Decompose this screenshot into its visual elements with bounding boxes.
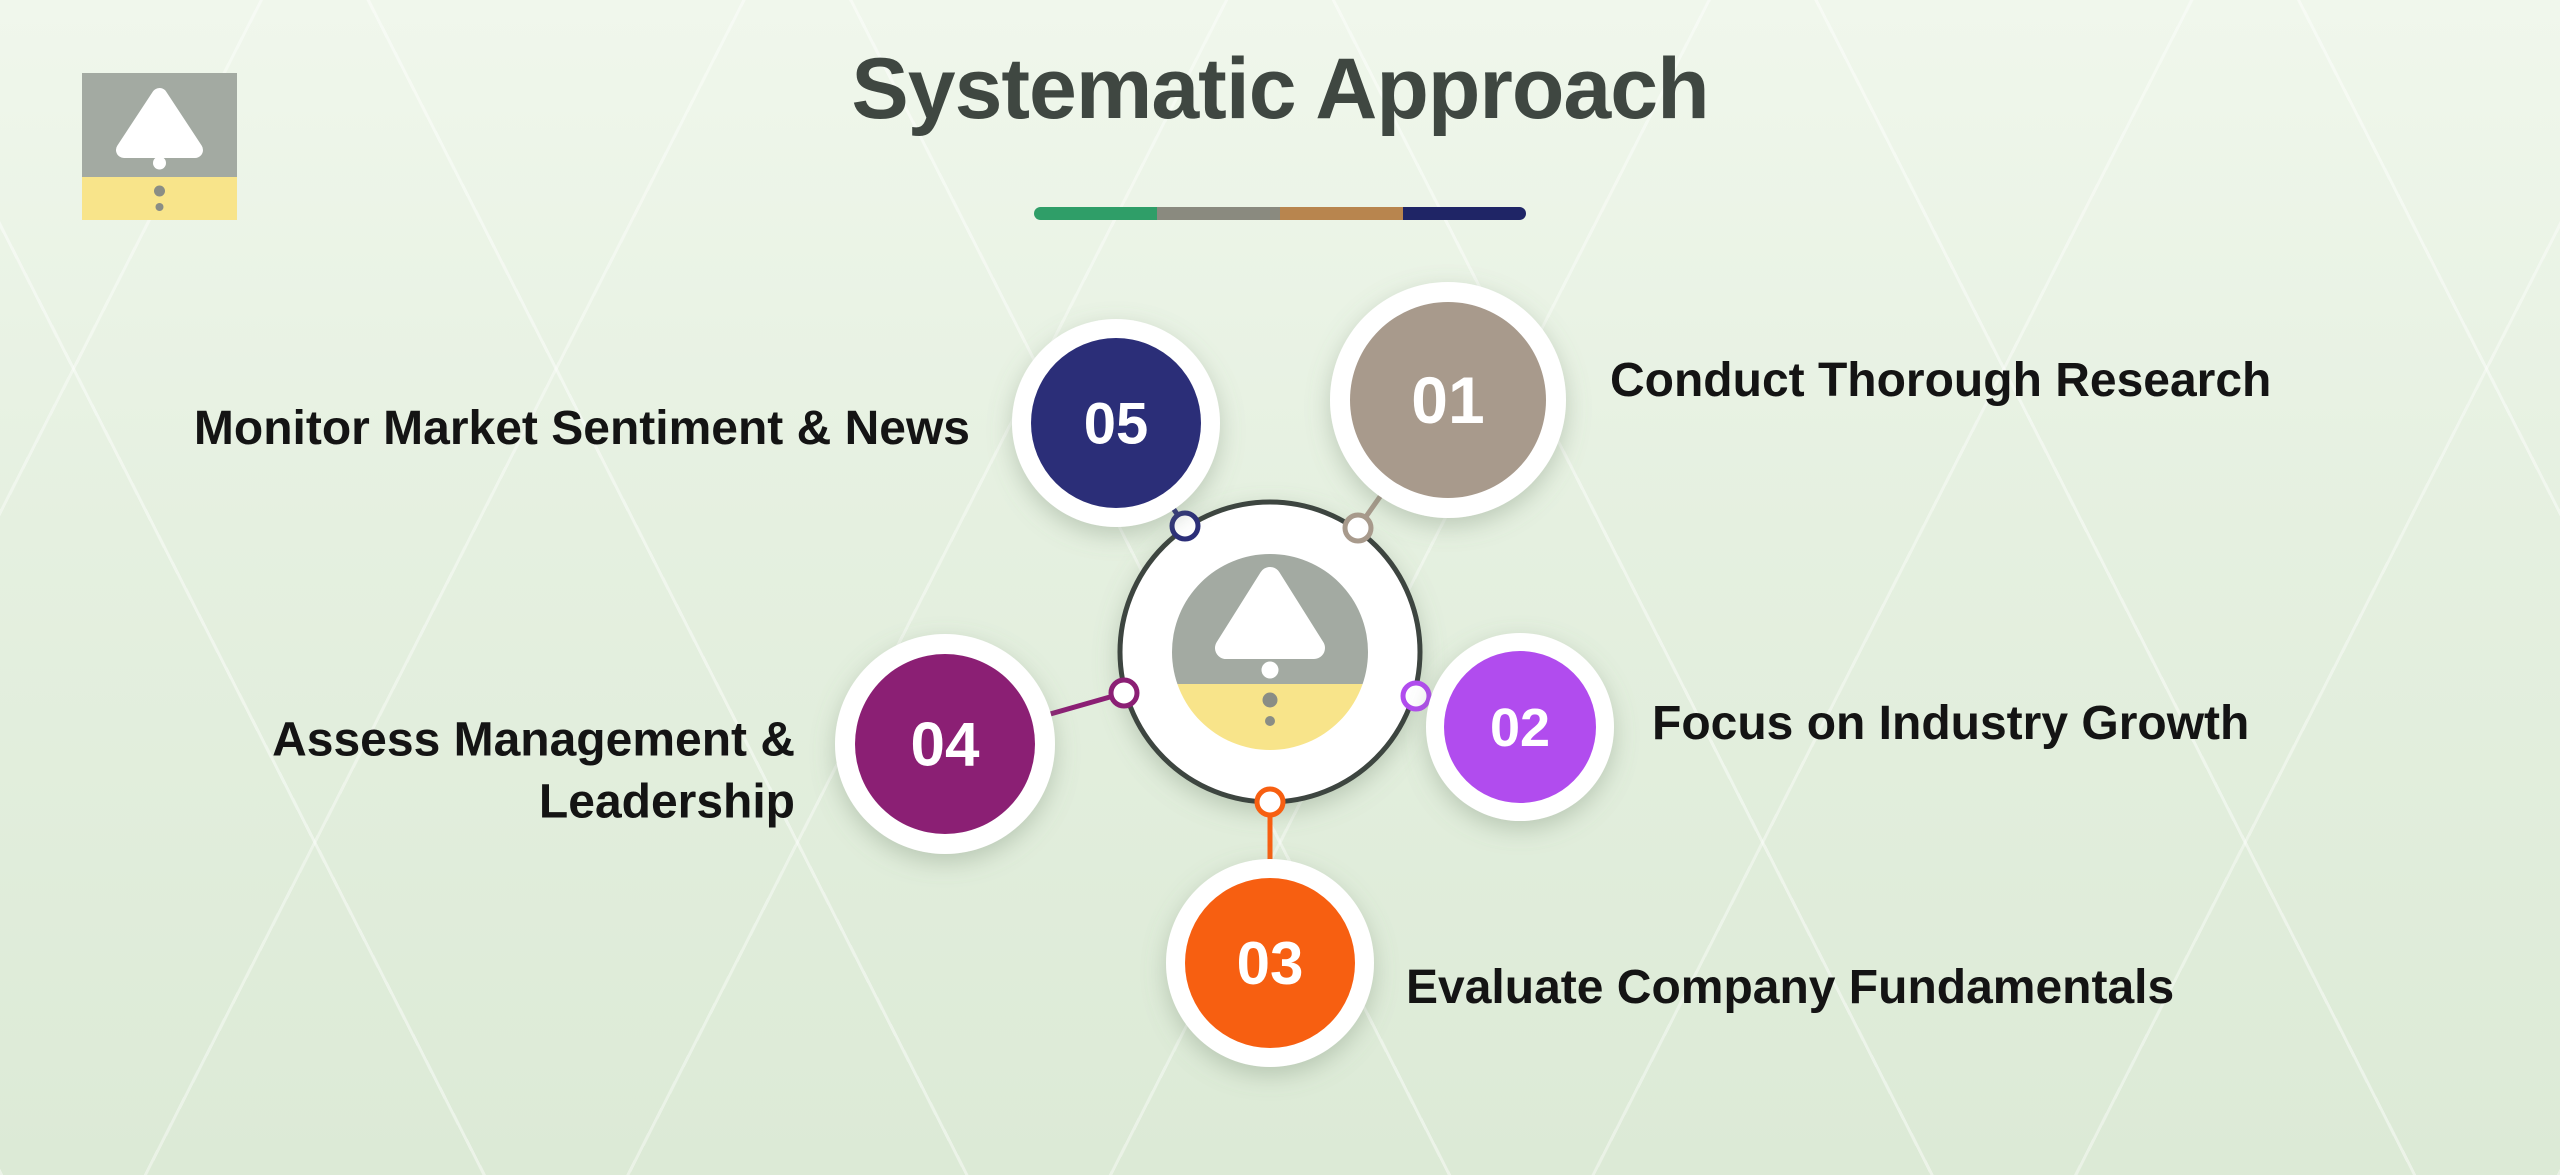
rim-node-05: [1169, 510, 1201, 542]
step-02-number: 02: [1490, 698, 1550, 758]
step-02-disc: [1444, 651, 1596, 803]
logo-dot-white: [153, 156, 166, 170]
rim-node-04: [1108, 677, 1140, 709]
step-01-number: 01: [1411, 363, 1484, 437]
step-03-disc: [1185, 878, 1355, 1048]
step-05-number: 05: [1084, 391, 1149, 456]
step-01-disc: [1350, 302, 1546, 498]
step-circle-03: 03: [1166, 859, 1374, 1067]
rim-node-02: [1400, 680, 1432, 712]
step-circle-05: 05: [1012, 319, 1220, 527]
emblem-dot-white: [1261, 661, 1279, 679]
emblem-dot-2: [1265, 716, 1275, 726]
step-circle-02: 02: [1426, 633, 1614, 821]
emblem-triangle-icon: [1215, 567, 1325, 659]
rim-nodes: [1108, 510, 1432, 818]
central-hub: [1117, 499, 1423, 805]
rim-node-03: [1254, 786, 1286, 818]
logo-dot-2: [155, 203, 164, 211]
step-05-disc: [1031, 338, 1201, 508]
step-circle-04: 04: [835, 634, 1055, 854]
logo-triangle-icon: [116, 88, 203, 158]
emblem-dot-1: [1262, 692, 1278, 708]
logo-dot-1: [154, 185, 165, 197]
hub-emblem: [1172, 554, 1368, 750]
brand-logo: [82, 73, 237, 220]
rim-node-01: [1342, 512, 1374, 544]
step-03-number: 03: [1237, 930, 1304, 997]
step-04-disc: [855, 654, 1035, 834]
logo-yellow-block: [82, 177, 237, 220]
step-circle-01: 01: [1330, 282, 1566, 518]
step-04-number: 04: [911, 711, 980, 780]
